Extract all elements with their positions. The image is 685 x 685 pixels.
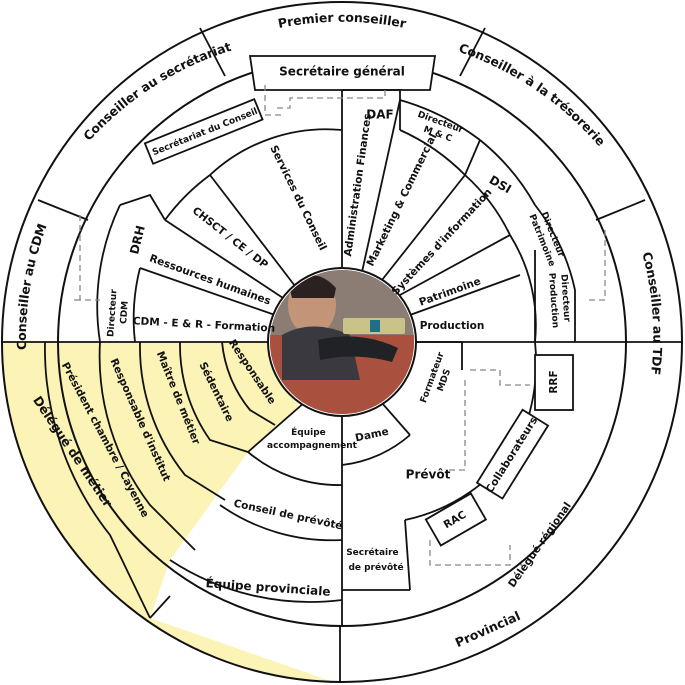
directeur-cdm-label: Directeur CDM — [106, 286, 131, 338]
collaborateurs-box — [475, 408, 550, 500]
directeur-patrimoine-label: Directeur Patrimoine — [527, 208, 568, 268]
daf-label: DAF — [366, 108, 393, 122]
equipe-accompagnement-label: Équipe accompagnement — [267, 426, 358, 451]
drh-label: DRH — [127, 224, 148, 256]
rrf-box — [534, 354, 574, 411]
secretaire-general-label: Secrétaire général — [279, 65, 405, 79]
directeur-production-label: Directeur Production — [547, 272, 573, 329]
prevot-label: Prévôt — [406, 468, 451, 482]
cdm-formation-label: CDM - E & R - Formation — [133, 315, 276, 334]
secretaire-general-box — [248, 55, 437, 91]
secretariat-conseil-box — [143, 97, 264, 165]
rrf-label: RRF — [548, 370, 560, 393]
secretaire-prevote-label: Secrétaire de prévôté — [346, 547, 403, 573]
production-label: Production — [420, 320, 485, 332]
premier-conseiller-label: Premier conseiller — [277, 9, 409, 30]
rac-box — [424, 492, 488, 547]
center-photo — [267, 267, 417, 417]
services-conseil-label: Services du Conseil — [267, 144, 328, 253]
conseiller-cdm-label: Conseiller au CDM — [13, 221, 49, 350]
